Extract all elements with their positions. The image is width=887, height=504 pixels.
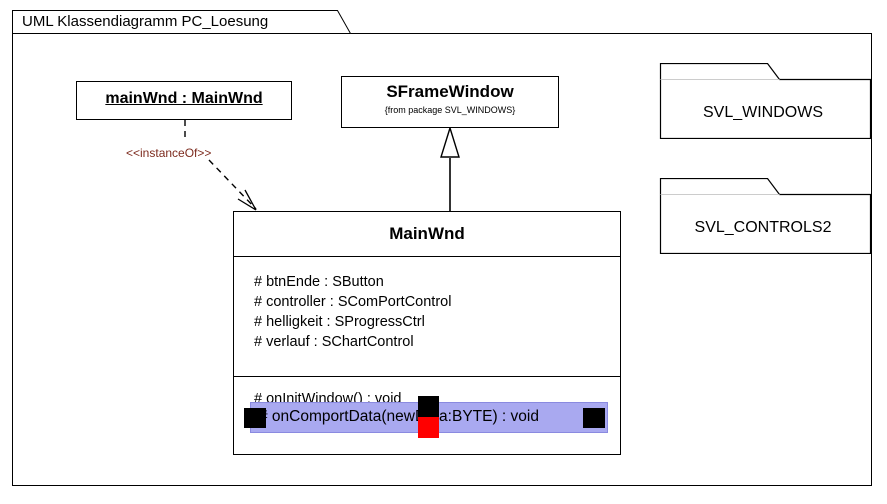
mainwnd-attributes: # btnEnde : SButton # controller : SComP… — [254, 272, 616, 352]
frame-tab-shape-icon — [12, 10, 351, 34]
sframewindow-class-name: SFrameWindow — [386, 82, 514, 101]
selection-handle-right[interactable] — [583, 408, 605, 428]
class-box-sframewindow[interactable]: SFrameWindow {from package SVL_WINDOWS} — [341, 76, 559, 128]
package-svl-controls2[interactable]: SVL_CONTROLS2 — [655, 178, 871, 254]
operation-edit-text[interactable]: # onComportData(newData:BYTE) : void — [259, 408, 539, 425]
attribute-row[interactable]: # verlauf : SChartControl — [254, 334, 414, 350]
attribute-row[interactable]: # controller : SComPortControl — [254, 294, 452, 310]
class-compartment-divider-2 — [234, 376, 620, 377]
diagram-frame-tab: UML Klassendiagramm PC_Loesung — [12, 10, 351, 34]
instance-of-label: <<instanceOf>> — [126, 146, 212, 160]
package-label: SVL_CONTROLS2 — [694, 219, 832, 236]
selection-handle-top[interactable] — [418, 396, 439, 417]
sframewindow-package-note: {from package SVL_WINDOWS} — [384, 105, 516, 115]
package-folder-icon — [659, 63, 871, 139]
selection-handle-left[interactable] — [244, 408, 266, 428]
class-compartment-divider-1 — [234, 256, 620, 257]
mainwnd-class-name: MainWnd — [389, 224, 465, 243]
attribute-row[interactable]: # helligkeit : SProgressCtrl — [254, 314, 425, 330]
object-box-mainwnd[interactable]: mainWnd : MainWnd — [76, 81, 292, 120]
object-box-name: mainWnd : MainWnd — [105, 90, 263, 107]
package-svl-windows[interactable]: SVL_WINDOWS — [655, 63, 871, 139]
selection-handle-bottom-active[interactable] — [418, 417, 439, 438]
attribute-row[interactable]: # btnEnde : SButton — [254, 274, 384, 290]
package-folder-icon — [659, 178, 871, 254]
diagram-title: UML Klassendiagramm PC_Loesung — [22, 13, 269, 30]
package-label: SVL_WINDOWS — [702, 104, 823, 121]
